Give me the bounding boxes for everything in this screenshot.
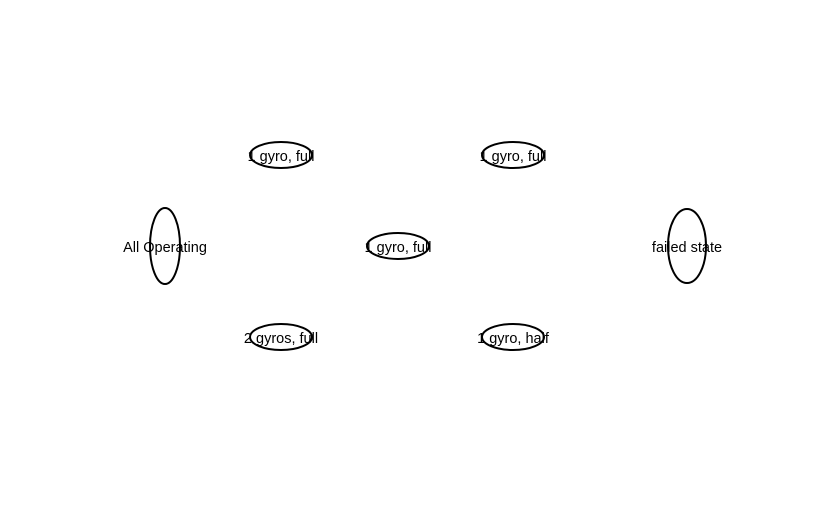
node-1-gyro-full-center-label: 1 gyro, full [365, 240, 432, 256]
node-1-gyro-full-center: 1 gyro, full [365, 232, 432, 260]
node-1-gyro-half-label: 1 gyro, half [477, 331, 550, 347]
node-1-gyro-half-ellipse [481, 323, 545, 351]
node-1-gyro-full-top-left-label: 1 gyro, full [248, 149, 315, 165]
node-1-gyro-full-top-left-ellipse [249, 141, 313, 169]
node-1-gyro-full-top-right-label: 1 gyro, full [480, 149, 547, 165]
node-2-gyros-full-label: 2 gyros, full [244, 331, 318, 347]
node-1-gyro-full-center-ellipse [366, 232, 430, 260]
node-1-gyro-half: 1 gyro, half [477, 323, 550, 351]
node-failed-state: failed state [652, 208, 722, 284]
node-all-operating: All Operating [123, 207, 207, 285]
node-failed-state-ellipse [667, 208, 707, 284]
node-1-gyro-full-top-right-ellipse [481, 141, 545, 169]
node-1-gyro-full-top-right: 1 gyro, full [480, 141, 547, 169]
node-all-operating-ellipse [149, 207, 181, 285]
node-1-gyro-full-top-left: 1 gyro, full [248, 141, 315, 169]
node-failed-state-label: failed state [652, 240, 722, 256]
node-2-gyros-full: 2 gyros, full [244, 323, 318, 351]
node-all-operating-label: All Operating [123, 240, 207, 256]
node-2-gyros-full-ellipse [249, 323, 313, 351]
